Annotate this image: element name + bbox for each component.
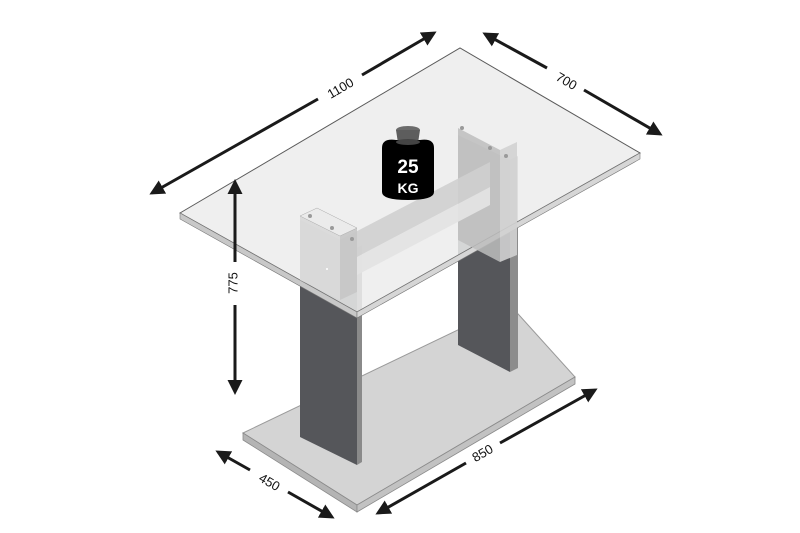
dimension-label-700: 700 — [553, 69, 579, 93]
weight-icon: 25 KG — [382, 126, 434, 200]
base-plate — [241, 304, 576, 513]
dimension-top-length: 1100 — [149, 31, 437, 195]
upper-frame — [299, 126, 517, 300]
dimension-label-850: 850 — [469, 441, 495, 465]
dimension-label-775: 775 — [225, 272, 240, 294]
dimension-label-450: 450 — [256, 470, 282, 494]
dimension-base-length: 850 — [375, 388, 598, 515]
dimension-height: 775 — [225, 179, 243, 395]
dimension-label-1100: 1100 — [325, 75, 357, 102]
weight-unit: KG — [398, 180, 419, 196]
weight-value: 25 — [397, 157, 419, 178]
